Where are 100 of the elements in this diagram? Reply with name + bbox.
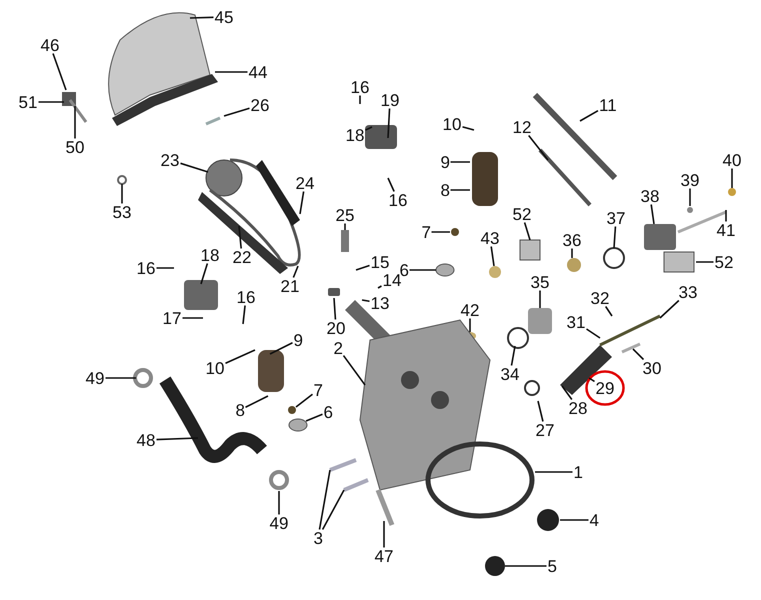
- leader-line: [52, 53, 67, 90]
- leader-line: [296, 394, 313, 408]
- callout-number: 24: [294, 174, 316, 192]
- callout-number: 7: [420, 224, 432, 240]
- leader-line: [524, 222, 531, 240]
- leader-line: [225, 349, 256, 364]
- leader-line: [156, 267, 174, 269]
- callout-number: 36: [562, 232, 582, 248]
- callout-number: 16: [236, 288, 256, 306]
- leader-line: [725, 210, 727, 222]
- callout-number: 4: [588, 512, 600, 528]
- leader-line: [560, 519, 588, 521]
- leader-line: [571, 248, 573, 258]
- callout-number: 12: [512, 118, 532, 136]
- callout-number: 3: [312, 530, 324, 546]
- leader-line: [387, 108, 390, 138]
- callout-number: 16: [136, 260, 156, 276]
- leader-line: [342, 355, 366, 386]
- leader-line: [580, 110, 598, 122]
- leader-line: [378, 285, 382, 289]
- leader-line: [359, 96, 361, 104]
- leader-line: [535, 471, 572, 473]
- leader-line: [450, 189, 470, 191]
- callout-number: 31: [566, 314, 586, 330]
- callout-number: 50: [64, 138, 86, 156]
- leader-line: [306, 414, 323, 422]
- leader-line: [106, 377, 136, 379]
- callout-number: 53: [112, 204, 132, 220]
- callout-number: 6: [322, 404, 334, 420]
- callout-number: 49: [84, 370, 106, 386]
- callout-number: 34: [500, 366, 520, 382]
- leader-line: [180, 162, 208, 173]
- callout-number: 1: [572, 464, 584, 480]
- callout-number: 16: [350, 78, 370, 96]
- callout-number: 18: [344, 126, 366, 144]
- leader-line: [333, 298, 336, 320]
- leader-line: [245, 395, 268, 408]
- callout-number: 27: [534, 422, 556, 438]
- callout-number: 7: [312, 382, 324, 398]
- leader-line: [200, 263, 208, 284]
- callout-number: 44: [248, 64, 268, 80]
- callout-number: 40: [722, 152, 742, 168]
- callout-number: 8: [440, 182, 451, 198]
- leader-line: [450, 161, 470, 163]
- leader-line: [650, 204, 655, 224]
- callout-number: 33: [678, 284, 698, 300]
- leader-line: [505, 565, 546, 567]
- callout-number: 25: [334, 206, 356, 224]
- callout-number: 43: [480, 230, 500, 246]
- callout-number: 47: [374, 548, 394, 564]
- callout-number: 49: [268, 514, 290, 532]
- callout-number: 45: [214, 8, 234, 26]
- leader-line: [632, 348, 644, 360]
- leader-line: [689, 188, 691, 206]
- callout-number: 35: [530, 274, 550, 290]
- callout-number: 9: [292, 332, 304, 348]
- leader-line: [278, 491, 280, 514]
- callout-number: 42: [460, 302, 480, 318]
- leader-line: [510, 346, 516, 366]
- callout-number: 52: [512, 206, 532, 222]
- leader-line: [605, 306, 613, 316]
- leader-line: [322, 490, 345, 530]
- callout-number: 2: [332, 340, 344, 356]
- callout-number: 10: [204, 360, 226, 376]
- leader-line: [242, 305, 246, 324]
- leader-line: [561, 386, 572, 400]
- leader-line: [410, 269, 436, 271]
- leader-line: [270, 342, 293, 355]
- callout-number: 26: [250, 96, 270, 114]
- callout-number: 20: [326, 320, 346, 336]
- leader-line: [528, 135, 549, 160]
- callout-number: 30: [642, 360, 662, 376]
- leader-line: [731, 168, 733, 188]
- leader-line: [469, 318, 471, 332]
- leader-line: [362, 299, 370, 302]
- callout-number: 11: [598, 96, 618, 114]
- leader-line: [387, 178, 395, 192]
- leader-line: [696, 261, 714, 263]
- leader-line: [224, 107, 250, 117]
- leader-line: [432, 231, 450, 233]
- callout-number: 37: [606, 210, 626, 226]
- leader-line: [588, 377, 595, 382]
- leader-line: [156, 437, 198, 440]
- callout-number: 15: [370, 254, 390, 270]
- callout-number: 48: [136, 432, 156, 448]
- callout-number: 28: [568, 400, 588, 416]
- callout-number: 6: [398, 262, 410, 278]
- leader-line: [365, 126, 372, 131]
- callout-number: 8: [234, 402, 246, 418]
- leader-line: [215, 71, 248, 73]
- callout-number: 17: [162, 310, 182, 326]
- leader-line: [74, 106, 76, 138]
- leader-line: [537, 400, 544, 422]
- callout-number: 51: [18, 94, 38, 110]
- callout-number: 10: [442, 116, 462, 132]
- callout-number: 23: [160, 152, 180, 168]
- callout-number: 32: [590, 290, 610, 306]
- leader-line: [462, 126, 474, 131]
- callout-number: 18: [200, 246, 220, 264]
- callout-number: 22: [232, 248, 252, 266]
